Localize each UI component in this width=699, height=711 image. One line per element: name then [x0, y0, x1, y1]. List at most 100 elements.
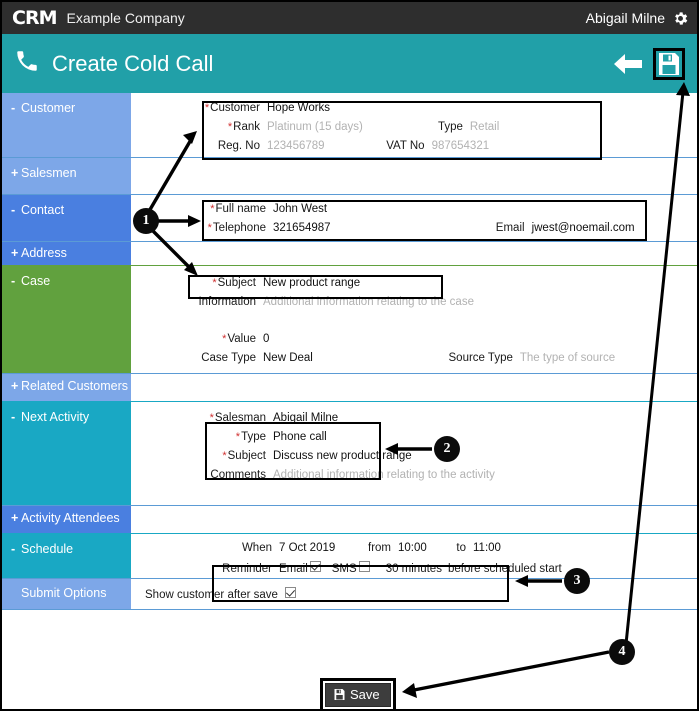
section-body-salesmen: [131, 158, 697, 194]
field-value[interactable]: Platinum (15 days): [267, 121, 363, 133]
field-label: Type: [437, 121, 463, 133]
field-value[interactable]: 11:00: [473, 542, 501, 554]
field-value[interactable]: 7 Oct 2019: [279, 542, 336, 554]
field-value[interactable]: New product range: [263, 277, 361, 289]
back-arrow-icon[interactable]: [613, 52, 643, 76]
field-label: Comments: [210, 469, 266, 481]
sidebar-item-related-customers[interactable]: +Related Customers: [2, 374, 131, 401]
sidebar-item-salesmen[interactable]: +Salesmen: [2, 158, 131, 194]
sidebar-item-contact[interactable]: -Contact: [2, 195, 131, 241]
section-body-schedule: When 7 Oct 2019 from 10:00 to 11:00 Remi…: [131, 534, 697, 578]
case-toggle-icon[interactable]: -: [11, 274, 16, 288]
field-value[interactable]: Additional information relating to the c…: [263, 296, 474, 308]
reminder-sms-checkbox[interactable]: [358, 561, 370, 572]
sidebar-item-address[interactable]: +Address: [2, 242, 131, 265]
sidebar-item-label: Submit Options: [21, 586, 107, 600]
field-value[interactable]: jwest@noemail.com: [531, 222, 635, 234]
field-value[interactable]: Discuss new product range: [273, 450, 412, 462]
gear-icon[interactable]: [672, 10, 689, 27]
save-button-highlight: Save: [320, 678, 396, 709]
field-activity-subject: *Subject Discuss new product range: [204, 450, 495, 469]
sidebar-item-schedule[interactable]: -Schedule: [2, 534, 131, 578]
sidebar-item-submit-options[interactable]: Submit Options: [2, 579, 131, 609]
field-regno-and-vat: Reg. No 123456789 VAT No 987654321: [198, 140, 532, 159]
case-value-group: *Value 0 Case Type New Deal Source Type …: [194, 333, 615, 371]
required-star: *: [235, 431, 241, 443]
field-value[interactable]: The type of source: [519, 352, 616, 364]
sidebar-item-label: Schedule: [21, 542, 74, 556]
field-value[interactable]: Additional information relating to the a…: [273, 469, 495, 481]
sidebar-item-customer[interactable]: -Customer: [2, 93, 131, 157]
field-activity-comments: Comments Additional information relating…: [204, 469, 495, 488]
field-label: Email: [495, 222, 525, 234]
field-telephone-and-email: *Telephone 321654987 Email jwest@noemail…: [204, 222, 635, 241]
field-value[interactable]: Abigail Milne: [273, 412, 339, 424]
phone-icon: [14, 48, 40, 79]
section-row-activity-attendees: +Activity Attendees: [2, 505, 697, 533]
sidebar-item-label: Contact: [21, 203, 65, 217]
section-row-schedule: -Schedule When 7 Oct 2019 from 10:00 to …: [2, 533, 697, 578]
sidebar-item-label: Address: [21, 246, 67, 260]
annotation-bubble-4: 4: [609, 639, 635, 665]
annotation-bubble-1: 1: [133, 208, 159, 234]
contact-toggle-icon[interactable]: -: [11, 203, 16, 217]
field-value[interactable]: 123456789: [267, 140, 325, 152]
sidebar-item-case[interactable]: -Case: [2, 266, 131, 373]
reminder-minutes-value[interactable]: 30 minutes: [385, 563, 442, 575]
field-value[interactable]: New Deal: [263, 352, 313, 364]
save-button[interactable]: Save: [325, 683, 391, 707]
field-label: Salesman: [214, 412, 266, 424]
sidebar-item-activity-attendees[interactable]: +Activity Attendees: [2, 506, 131, 533]
field-label: Case Type: [201, 352, 256, 364]
field-value[interactable]: Phone call: [273, 431, 327, 443]
section-row-footer-spacer: [2, 609, 697, 683]
field-value[interactable]: Retail: [469, 121, 500, 133]
company-name: Example Company: [66, 10, 185, 26]
field-value[interactable]: 987654321: [431, 140, 490, 152]
field-value[interactable]: 321654987: [273, 222, 331, 234]
activity-attendees-toggle-icon[interactable]: +: [11, 511, 19, 525]
schedule-field-group: When 7 Oct 2019 from 10:00 to 11:00 Remi…: [220, 542, 562, 580]
current-user-name[interactable]: Abigail Milne: [585, 10, 665, 26]
sidebar-item-label: Related Customers: [21, 379, 128, 393]
customer-field-group: *Customer Hope Works *Rank Platinum (15 …: [198, 102, 532, 159]
top-bar-right-group: Abigail Milne: [586, 10, 689, 27]
top-app-bar: CRM Example Company Abigail Milne: [2, 2, 697, 34]
field-label: When: [241, 542, 272, 554]
field-label: to: [456, 542, 466, 554]
schedule-toggle-icon[interactable]: -: [11, 542, 16, 556]
field-value[interactable]: John West: [273, 203, 328, 215]
field-value[interactable]: 10:00: [398, 542, 427, 554]
sidebar-item-label: Customer: [21, 101, 76, 115]
next-activity-toggle-icon[interactable]: -: [11, 410, 16, 424]
required-star: *: [209, 412, 214, 424]
section-body-case: *Subject New product range Information A…: [131, 266, 697, 373]
required-star: *: [212, 277, 217, 289]
show-customer-checkbox[interactable]: [284, 587, 296, 598]
field-label: Type: [241, 431, 266, 443]
section-body-related-customers: [131, 374, 697, 401]
reminder-email-checkbox[interactable]: [309, 561, 321, 572]
sidebar-item-label: Activity Attendees: [21, 511, 120, 525]
required-star: *: [204, 102, 210, 114]
sidebar-item-next-activity[interactable]: -Next Activity: [2, 402, 131, 505]
address-toggle-icon[interactable]: +: [11, 246, 19, 260]
field-value[interactable]: Hope Works: [267, 102, 331, 114]
required-star: *: [207, 222, 212, 234]
field-label: Source Type: [448, 352, 513, 364]
section-row-contact: -Contact *Full name John West *Telephone…: [2, 194, 697, 241]
reminder-before-label: before scheduled start: [447, 563, 562, 575]
section-row-case: -Case *Subject New product range Informa…: [2, 265, 697, 373]
required-star: *: [222, 450, 227, 462]
page-header-bar: Create Cold Call: [2, 34, 697, 93]
field-case-value: *Value 0: [194, 333, 615, 352]
customer-toggle-icon[interactable]: -: [11, 101, 16, 115]
related-customers-toggle-icon[interactable]: +: [11, 379, 19, 393]
save-button-label: Save: [350, 687, 380, 702]
field-label: Value: [227, 333, 256, 345]
field-value[interactable]: 0: [263, 333, 270, 345]
salesmen-toggle-icon[interactable]: +: [11, 166, 19, 180]
header-save-button[interactable]: [653, 47, 685, 80]
field-label: Subject: [227, 450, 266, 462]
